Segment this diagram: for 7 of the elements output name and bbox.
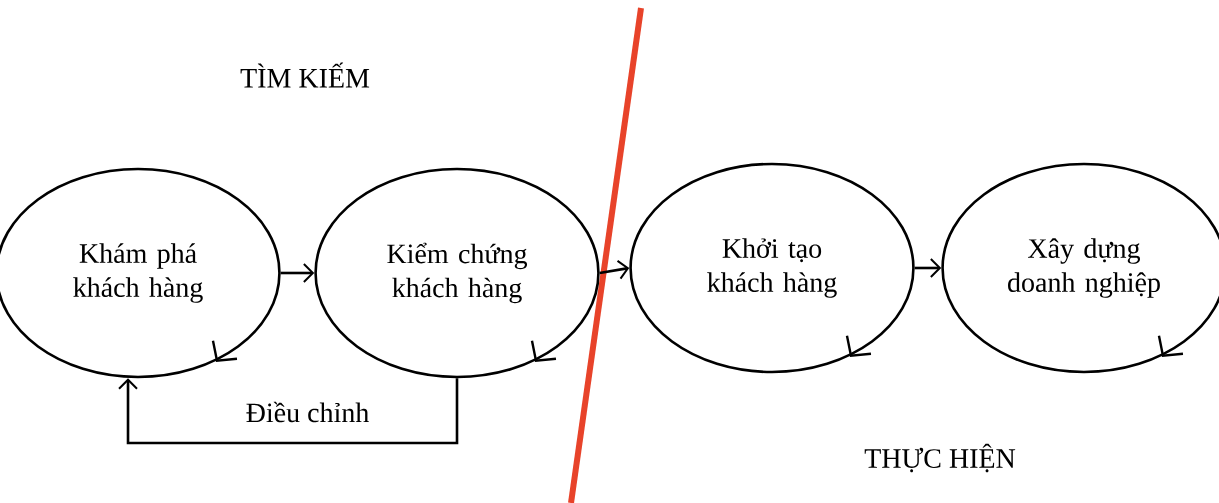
- section-heading: TÌM KIẾM: [240, 62, 370, 88]
- arrow: [118, 378, 459, 445]
- edge-label: Điều chỉnh: [243, 399, 372, 425]
- section-heading: THỰC HIỆN: [864, 443, 1016, 473]
- arrow: [914, 258, 942, 278]
- arrow: [599, 259, 630, 280]
- arrow: [280, 263, 315, 283]
